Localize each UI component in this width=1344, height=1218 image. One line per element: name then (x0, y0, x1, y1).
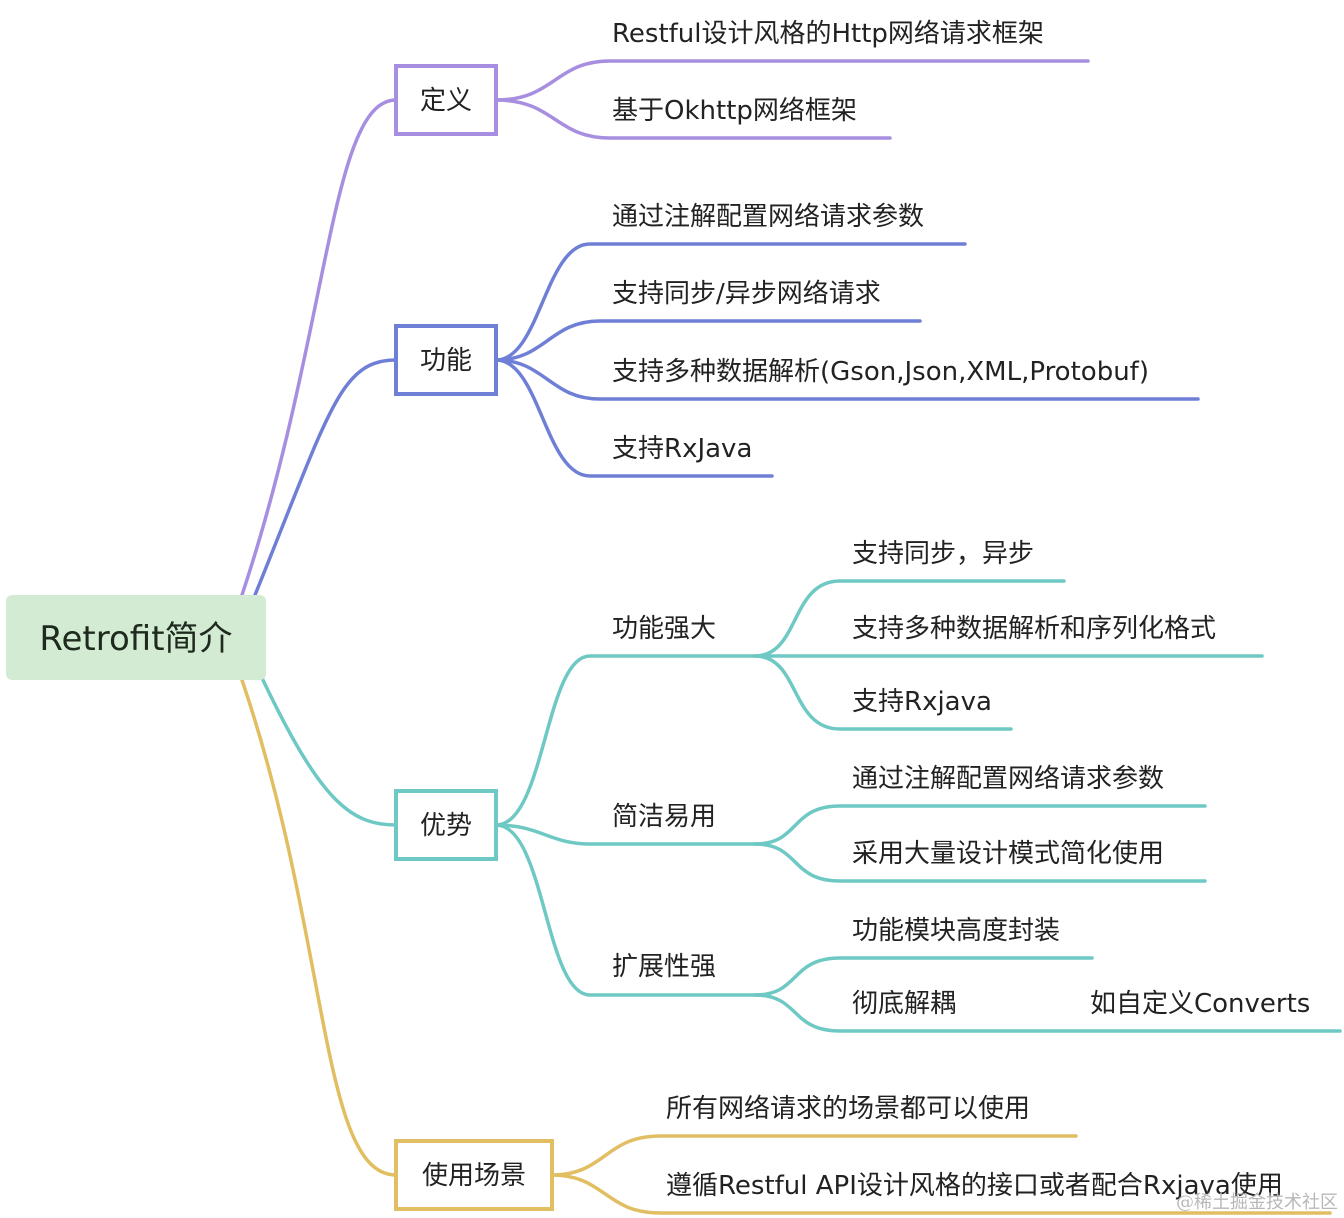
edge-group-2-child-1 (753, 804, 1207, 846)
advantages-label: 优势 (420, 811, 472, 841)
group-1-child-2: 支持多种数据解析和序列化格式 (852, 614, 1216, 644)
features-label: 功能 (420, 346, 472, 376)
group-3-child-2: 彻底解耦 (852, 989, 956, 1019)
branch-definition[interactable]: 定义 Restful设计风格的Http网络请求框架 基于Okhttp网络框架 (394, 19, 1090, 140)
edge-root-usage (240, 678, 398, 1177)
edge-root-definition (240, 98, 398, 597)
group-3-decouple-detail: 如自定义Converts (1090, 989, 1310, 1019)
edge-root-advantages (260, 676, 398, 827)
features-child-3: 支持多种数据解析(Gson,Json,XML,Protobuf) (612, 357, 1149, 387)
features-box (394, 324, 498, 396)
group-3-child-1: 功能模块高度封装 (852, 916, 1060, 946)
edge-features-child-3 (494, 358, 1200, 401)
root-node[interactable]: Retrofit简介 (6, 595, 266, 680)
edge-root-features (253, 358, 398, 597)
edge-group-3-child-2 (753, 993, 1342, 1033)
edge-group-2-child-2 (753, 842, 1207, 883)
edge-usage-child-2 (550, 1173, 1332, 1215)
definition-child-2: 基于Okhttp网络框架 (612, 96, 857, 126)
usage-child-1: 所有网络请求的场景都可以使用 (666, 1094, 1030, 1124)
features-child-2: 支持同步/异步网络请求 (612, 279, 881, 309)
advantages-box (394, 789, 498, 861)
group-2-child-2: 采用大量设计模式简化使用 (852, 839, 1164, 869)
edge-group-1-child-1 (753, 579, 1066, 658)
edge-features-child-4 (494, 358, 774, 478)
edge-features-child-2 (494, 319, 922, 362)
branch-usage[interactable]: 使用场景 所有网络请求的场景都可以使用 遵循Restful API设计风格的接口… (394, 1094, 1332, 1215)
usage-box (394, 1139, 554, 1211)
usage-label: 使用场景 (422, 1161, 526, 1191)
root-box (6, 595, 266, 680)
edge-usage-child-1 (550, 1134, 1078, 1177)
group-3-label: 扩展性强 (612, 952, 716, 982)
definition-child-1: Restful设计风格的Http网络请求框架 (612, 19, 1044, 49)
group-2-child-1: 通过注解配置网络请求参数 (852, 764, 1164, 794)
usage-child-2: 遵循Restful API设计风格的接口或者配合Rxjava使用 (666, 1171, 1283, 1201)
edge-group-1-child-3 (753, 654, 1013, 731)
features-child-1: 通过注解配置网络请求参数 (612, 202, 924, 232)
edge-definition-child-1 (494, 59, 1090, 102)
group-1-label: 功能强大 (612, 614, 716, 644)
edge-group-3-child-1 (753, 956, 1094, 997)
edge-definition-child-2 (494, 98, 892, 140)
group-2-label: 简洁易用 (612, 802, 716, 832)
definition-label: 定义 (420, 86, 472, 116)
definition-box (394, 64, 498, 136)
edge-features-child-1 (494, 242, 967, 362)
group-1-child-3: 支持Rxjava (852, 687, 992, 717)
edge-advantages-group-2 (494, 823, 762, 846)
features-child-4: 支持RxJava (612, 434, 752, 464)
branch-advantages[interactable]: 优势 功能强大 简洁易用 扩展性强 支持同步，异步 支持多种数据解析和序列化格式… (394, 539, 1342, 1033)
branch-features[interactable]: 功能 通过注解配置网络请求参数 支持同步/异步网络请求 支持多种数据解析(Gso… (394, 202, 1200, 478)
watermark: @稀土掘金技术社区 (1176, 1192, 1338, 1213)
root-label: Retrofit简介 (39, 619, 232, 659)
edge-advantages-group-1 (494, 654, 762, 827)
edge-advantages-group-3 (494, 823, 762, 997)
group-1-child-1: 支持同步，异步 (852, 539, 1034, 569)
